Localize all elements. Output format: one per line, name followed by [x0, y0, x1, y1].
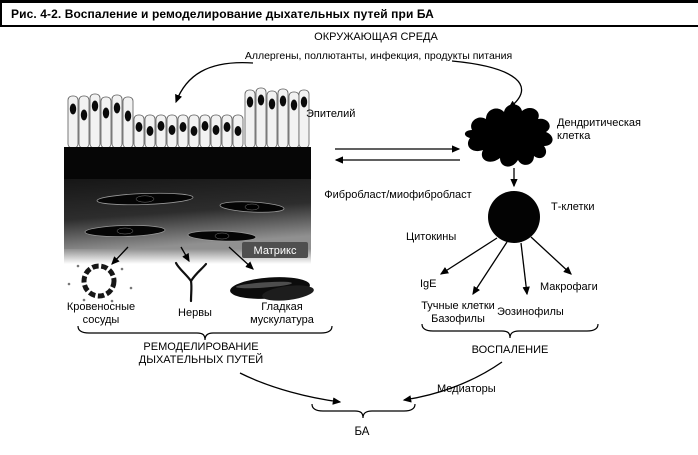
epithelium-cells — [67, 87, 310, 149]
basement-membrane-layer — [64, 147, 311, 180]
smooth-muscle-icon — [230, 277, 314, 301]
mast-cells-basophils-label: Тучные клетки Базофилы — [412, 300, 504, 325]
arrow-tcell-to-macrophages — [530, 236, 572, 275]
submucosa-layer — [64, 179, 311, 249]
matrix-region — [242, 242, 308, 258]
t-cells-label: Т-клетки — [551, 201, 595, 213]
cytokines-label: Цитокины — [406, 231, 457, 243]
mast-cells-label: Тучные клетки — [421, 300, 495, 312]
spindle-cells — [84, 192, 285, 242]
arrow-tcell-to-mastcells — [472, 241, 508, 296]
blood-vessels-label: Кровеносные сосуды — [66, 301, 136, 326]
environment-label: ОКРУЖАЮЩАЯ СРЕДА — [314, 31, 438, 43]
blood-vessel-icon — [67, 263, 133, 303]
arrow-tissue-to-muscle — [228, 246, 254, 270]
triggers-label: Аллергены, поллютанты, инфекция, продукт… — [244, 50, 513, 62]
brace-inflammation — [421, 323, 599, 339]
nerve-icon — [174, 261, 208, 303]
inflammation-label: ВОСПАЛЕНИЕ — [471, 344, 549, 356]
t-cell-shape — [488, 191, 540, 243]
remodeling-label: РЕМОДЕЛИРОВАНИЕ ДЫХАТЕЛЬНЫХ ПУТЕЙ — [138, 341, 264, 366]
nerves-label: Нервы — [178, 307, 212, 319]
arrow-remodeling-to-ba — [239, 372, 342, 405]
dendritic-cell-shape — [464, 104, 553, 167]
braces — [77, 323, 599, 419]
dendritic-cell-label: Дендритическая клетка — [557, 117, 641, 142]
arrow-tissue-to-vessels — [111, 246, 129, 265]
arrow-tcell-to-ige — [439, 237, 498, 275]
mediators-label: Медиаторы — [437, 383, 496, 395]
matrix-label: Матрикс — [253, 245, 297, 257]
brace-remodeling — [77, 325, 333, 341]
smooth-muscle-label: Гладкая мускулатура — [250, 301, 314, 326]
ige-label: IgE — [420, 278, 437, 290]
eosinophils-label: Эозинофилы — [497, 306, 564, 318]
epithelium-cell-nuclei — [69, 94, 308, 136]
arrow-tcell-to-eosinophils — [520, 242, 530, 296]
basophils-label: Базофилы — [431, 312, 485, 325]
arrow-environment-to-dendritic — [451, 60, 522, 109]
fibroblast-label: Фибробласт/миофибробласт — [324, 189, 472, 201]
arrows — [111, 60, 572, 405]
figure-title: Рис. 4-2. Воспаление и ремоделирование д… — [0, 0, 698, 27]
brace-ba — [311, 403, 416, 419]
arrow-environment-to-epithelium — [175, 61, 254, 104]
asthma-label: БА — [354, 426, 370, 438]
macrophages-label: Макрофаги — [540, 281, 598, 293]
arrow-inflammation-to-ba — [402, 361, 503, 403]
arrow-tissue-to-nerves — [180, 246, 190, 263]
epithelium-label: Эпителий — [306, 108, 356, 120]
